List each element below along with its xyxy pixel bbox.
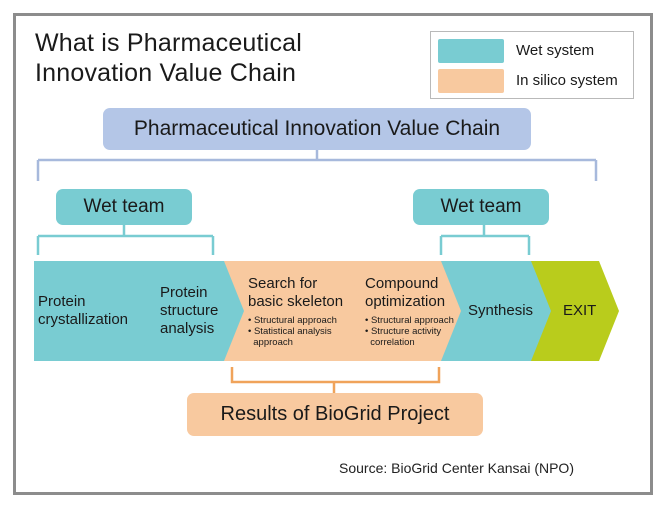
stage-line: analysis: [160, 320, 215, 337]
stage-line: Protein: [160, 284, 208, 301]
stage-bullet: • Structural approach: [248, 314, 337, 326]
stage-shape: [138, 261, 246, 361]
stage-line: EXIT: [563, 302, 597, 319]
stage-line: structure: [160, 302, 219, 319]
biogrid-results-label: Results of BioGrid Project: [187, 393, 483, 436]
stage-line: optimization: [365, 292, 446, 310]
stage-line: Compound: [365, 274, 439, 292]
stage-text: Search for basic skeleton • Structural a…: [248, 261, 364, 361]
stage-bullet: • Structural approach: [365, 314, 454, 326]
chain-bracket: [36, 150, 598, 181]
value-chain-label: Pharmaceutical Innovation Value Chain: [103, 108, 531, 150]
stage-exit: EXIT: [531, 261, 619, 361]
stage-bullet: • Structure activity: [365, 325, 442, 337]
stage-synthesis: Synthesis: [441, 261, 553, 361]
legend-swatch-wet: [438, 39, 504, 63]
legend-label-wet: Wet system: [516, 42, 595, 59]
diagram-title: What is Pharmaceutical Innovation Value …: [35, 28, 302, 88]
biogrid-bracket: [230, 367, 441, 393]
diagram-frame: [13, 13, 653, 495]
legend-label-in-silico: In silico system: [516, 72, 618, 89]
stage-bullets: • Structural approach • Statistical anal…: [248, 315, 364, 348]
stage-text: Synthesis: [468, 261, 550, 361]
wet-team-right: Wet team: [413, 189, 549, 225]
stage-bullets: • Structural approach • Structure activi…: [365, 315, 461, 348]
stage-text: Protein structure analysis: [160, 261, 242, 361]
stage-line: Synthesis: [468, 302, 534, 319]
stage-line: crystallization: [38, 311, 129, 328]
title-line-2: Innovation Value Chain: [35, 59, 297, 87]
stage-shape: [441, 261, 553, 361]
legend: Wet system In silico system: [430, 31, 634, 99]
stage-bullet: correlation: [365, 336, 415, 348]
stage-line: basic skeleton: [248, 292, 344, 310]
stage-shape: [345, 261, 463, 361]
wet-team-left: Wet team: [56, 189, 192, 225]
stage-bullet: approach: [248, 336, 293, 348]
wet-team-left-bracket: [36, 225, 215, 255]
stage-bullet: • Statistical analysis: [248, 325, 332, 337]
stage-shape: [34, 261, 159, 361]
stage-text: Compound optimization • Structural appro…: [365, 261, 461, 361]
stage-shape: [224, 261, 367, 361]
stage-line: Search for: [248, 274, 318, 292]
title-line-1: What is Pharmaceutical: [35, 29, 302, 57]
stage-search-basic-skeleton: Search for basic skeleton • Structural a…: [224, 261, 367, 361]
source-note: Source: BioGrid Center Kansai (NPO): [339, 460, 574, 476]
stage-text: Protein crystallization: [38, 261, 158, 361]
stage-line: Protein: [38, 293, 86, 310]
legend-swatch-in-silico: [438, 69, 504, 93]
wet-team-right-bracket: [439, 225, 531, 255]
stage-text: EXIT: [563, 261, 617, 361]
stage-shape: [531, 261, 619, 361]
stage-protein-structure-analysis: Protein structure analysis: [138, 261, 246, 361]
stage-compound-optimization: Compound optimization • Structural appro…: [345, 261, 463, 361]
stage-protein-crystallization: Protein crystallization: [34, 261, 159, 361]
